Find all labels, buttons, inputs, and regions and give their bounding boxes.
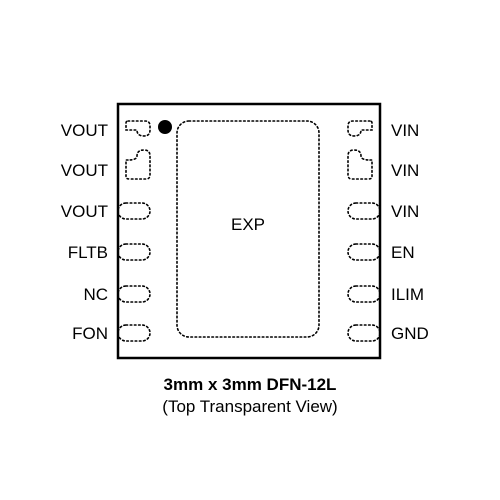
caption-title: 3mm x 3mm DFN-12L (164, 375, 337, 394)
left-pin-label-1: VOUT (61, 121, 108, 140)
exposed-pad (176, 120, 320, 338)
left-pin-label-5: NC (83, 285, 108, 304)
left-pin-label-3: VOUT (61, 202, 108, 221)
left-pin-label-2: VOUT (61, 161, 108, 180)
left-pad-6 (117, 324, 151, 342)
right-pin-label-4: EN (391, 243, 415, 262)
right-pad-2 (347, 149, 373, 180)
exposed-pad-label: EXP (231, 215, 265, 234)
right-pad-4 (347, 243, 381, 261)
left-pad-5 (117, 285, 151, 303)
left-pin-label-4: FLTB (68, 243, 108, 262)
pin1-marker-dot (158, 120, 172, 134)
left-pad-4 (117, 243, 151, 261)
left-pad-2 (125, 149, 151, 180)
right-pin-label-5: ILIM (391, 285, 424, 304)
right-pin-label-3: VIN (391, 202, 419, 221)
left-pin-label-6: FON (72, 324, 108, 343)
left-pad-1 (125, 120, 151, 137)
right-pad-1 (347, 120, 373, 137)
package-body (116, 102, 382, 360)
caption-subtitle: (Top Transparent View) (162, 397, 337, 416)
right-pad-6 (347, 324, 381, 342)
right-pin-label-1: VIN (391, 121, 419, 140)
right-pad-5 (347, 285, 381, 303)
right-pin-label-6: GND (391, 324, 429, 343)
left-pad-3 (117, 202, 151, 220)
right-pin-label-2: VIN (391, 161, 419, 180)
right-pad-3 (347, 202, 381, 220)
